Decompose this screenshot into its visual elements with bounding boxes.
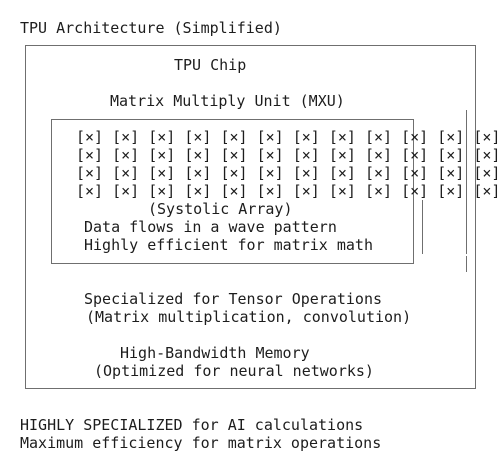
- systolic-row: [×] [×] [×] [×] [×] [×] [×] [×] [×] [×] …: [76, 128, 501, 146]
- systolic-line2: Highly efficient for matrix math: [84, 236, 373, 254]
- specialized-heading: Specialized for Tensor Operations: [84, 290, 383, 308]
- footer-line-1: HIGHLY SPECIALIZED for AI calculations: [20, 416, 364, 434]
- systolic-row: [×] [×] [×] [×] [×] [×] [×] [×] [×] [×] …: [76, 182, 501, 200]
- systolic-caption: (Systolic Array): [148, 200, 293, 218]
- specialized-subtext: (Matrix multiplication, convolution): [86, 308, 412, 326]
- mxu-box: [51, 119, 414, 264]
- tpu-chip-box: [25, 45, 476, 389]
- mxu-label: Matrix Multiply Unit (MXU): [110, 92, 345, 110]
- chip-label: TPU Chip: [174, 56, 247, 74]
- systolic-row: [×] [×] [×] [×] [×] [×] [×] [×] [×] [×] …: [76, 146, 501, 164]
- mxu-right-edge-fragment: [422, 200, 423, 254]
- chip-right-edge-fragment-small: [466, 256, 467, 272]
- chip-right-edge-fragment: [466, 110, 467, 254]
- diagram-title: TPU Architecture (Simplified): [20, 19, 282, 37]
- memory-subtext: (Optimized for neural networks): [94, 362, 374, 380]
- systolic-line1: Data flows in a wave pattern: [84, 218, 337, 236]
- systolic-row: [×] [×] [×] [×] [×] [×] [×] [×] [×] [×] …: [76, 164, 501, 182]
- footer-line-2: Maximum efficiency for matrix operations: [20, 434, 382, 452]
- memory-heading: High-Bandwidth Memory: [120, 344, 310, 362]
